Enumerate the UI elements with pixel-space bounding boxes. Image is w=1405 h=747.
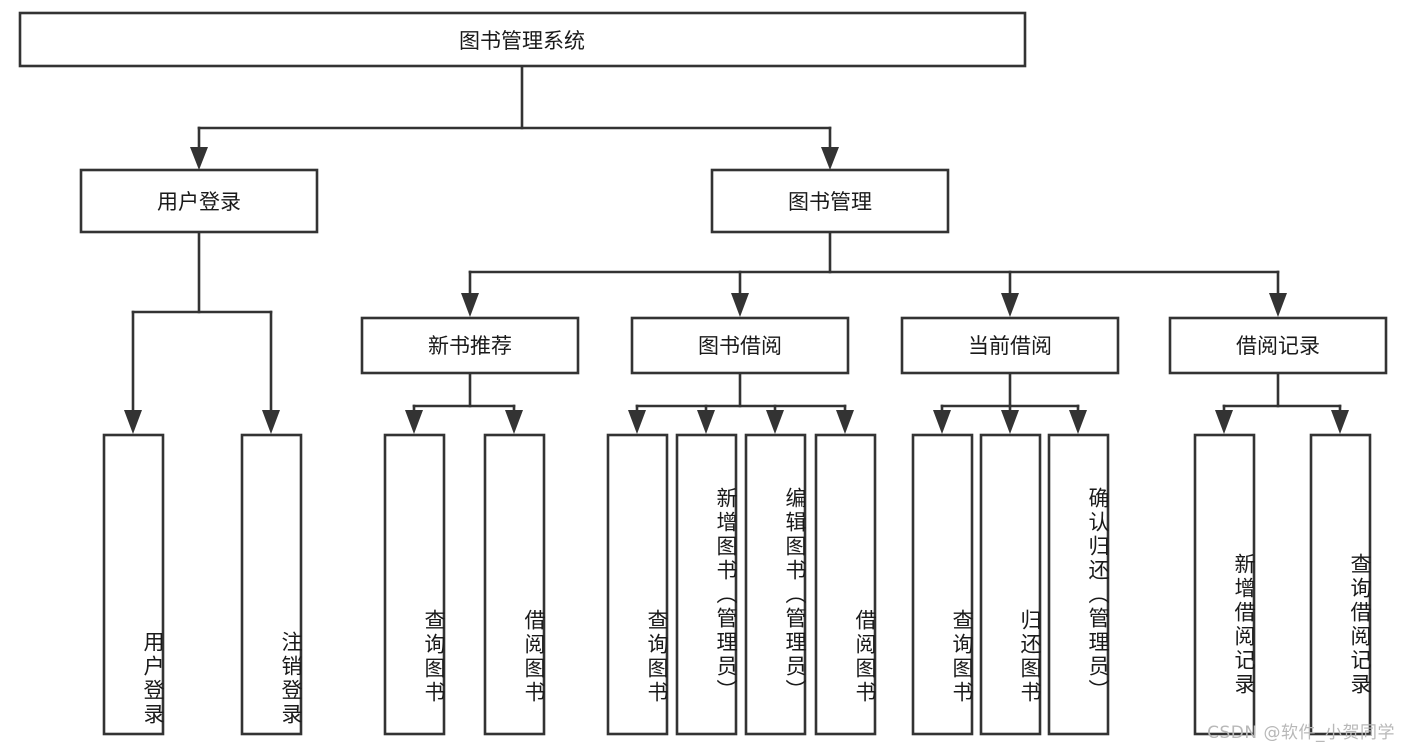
node-book-borrow-label: 图书借阅 [698,334,782,358]
leaf-box-add-book[interactable] [675,433,738,736]
leaf-box-query-book-3[interactable] [911,433,974,736]
leaf-box-logout[interactable] [240,433,303,736]
leaf-box-edit-book[interactable] [744,433,807,736]
connector-userlogin-to-leaves [124,230,280,434]
connector-newbook-to-leaves [405,371,523,434]
connector-bookmgmt-to-level3 [461,230,1287,317]
connector-currentborrow-to-leaves [933,371,1087,434]
node-borrow-record-label: 借阅记录 [1236,334,1320,358]
node-borrow-record[interactable]: 借阅记录 [1168,316,1388,375]
leaf-box-confirm-return[interactable] [1047,433,1110,736]
leaf-box-return-book[interactable] [979,433,1042,736]
node-current-borrow-label: 当前借阅 [968,334,1052,358]
node-new-book-recommend-label: 新书推荐 [428,334,512,358]
node-root-label: 图书管理系统 [459,29,585,53]
leaf-box-borrow-book-2[interactable] [814,433,877,736]
leaf-box-query-book-1[interactable] [383,433,446,736]
watermark: CSDN @软件_小贺同学 [1207,723,1395,743]
node-book-management[interactable]: 图书管理 [710,168,950,234]
leaf-box-query-book-2[interactable] [606,433,669,736]
connector-borrowrecord-to-leaves [1215,371,1349,434]
leaf-box-add-borrow-record[interactable] [1193,433,1256,736]
node-current-borrow[interactable]: 当前借阅 [900,316,1120,375]
node-book-borrow[interactable]: 图书借阅 [630,316,850,375]
node-new-book-recommend[interactable]: 新书推荐 [360,316,580,375]
connector-root-to-level2 [190,64,839,170]
node-user-login-label: 用户登录 [157,190,241,214]
connector-bookborrow-to-leaves [628,371,854,434]
node-book-management-label: 图书管理 [788,190,872,214]
node-root[interactable]: 图书管理系统 [18,11,1027,68]
leaf-box-borrow-book-1[interactable] [483,433,546,736]
leaf-box-user-login[interactable] [102,433,165,736]
leaf-box-query-borrow-record[interactable] [1309,433,1372,736]
node-user-login[interactable]: 用户登录 [79,168,319,234]
